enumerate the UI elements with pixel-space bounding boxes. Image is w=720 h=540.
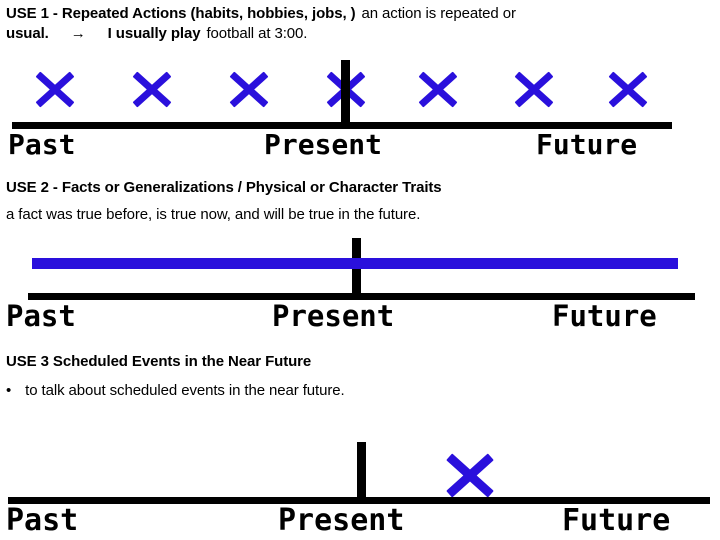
use-3-description: to talk about scheduled events in the ne…: [25, 382, 345, 399]
use-2-heading-line-1: USE 2 - Facts or Generalizations / Physi…: [6, 178, 716, 198]
axis-label-present: Present: [272, 299, 395, 333]
use-3-heading-block: USE 3 Scheduled Events in the Near Futur…: [6, 352, 716, 401]
x-mark: [442, 447, 498, 503]
timeline-axis-labels: Past Present Future: [0, 506, 720, 540]
use-1-description-cont: usual.: [6, 25, 49, 42]
use-2-heading-line-2: a fact was true before, is true now, and…: [6, 205, 716, 225]
use-1-label: USE 1 - Repeated Actions (habits, hobbie…: [6, 5, 356, 22]
use-3-label: USE 3 Scheduled Events in the Near Futur…: [6, 353, 312, 370]
x-mark: [415, 66, 461, 112]
bullet-icon: •: [6, 382, 12, 399]
axis-label-present: Present: [264, 128, 383, 161]
x-mark: [226, 66, 272, 112]
timeline-use-3: Past Present Future: [0, 432, 720, 540]
x-mark: [511, 66, 557, 112]
timeline-use-1: Past Present Future: [0, 60, 720, 170]
use-3-heading-line-1: USE 3 Scheduled Events in the Near Futur…: [6, 352, 716, 372]
present-tick: [341, 60, 350, 124]
x-mark: [129, 66, 175, 112]
axis-label-past: Past: [8, 128, 76, 161]
x-mark: [32, 66, 78, 112]
timeline-use-2: Past Present Future: [0, 236, 720, 341]
use-1-heading-line-1: USE 1 - Repeated Actions (habits, hobbie…: [6, 4, 716, 24]
use-2-description: a fact was true before, is true now, and…: [6, 206, 421, 223]
x-mark: [605, 66, 651, 112]
duration-bar: [32, 258, 678, 269]
use-3-heading-line-2: • to talk about scheduled events in the n…: [6, 381, 716, 401]
use-1-example-plain: football at 3:00.: [206, 25, 308, 42]
timeline-axis-labels: Past Present Future: [0, 131, 720, 165]
axis-label-past: Past: [6, 299, 76, 333]
use-2-heading-block: USE 2 - Facts or Generalizations / Physi…: [6, 178, 716, 225]
axis-label-present: Present: [278, 503, 405, 538]
axis-label-future: Future: [552, 299, 657, 333]
use-1-heading-block: USE 1 - Repeated Actions (habits, hobbie…: [6, 4, 716, 44]
axis-label-future: Future: [562, 503, 671, 538]
timeline-axis: [28, 293, 695, 300]
arrow-icon: →: [70, 25, 86, 42]
present-tick: [357, 442, 366, 500]
timeline-axis: [8, 497, 710, 504]
axis-label-past: Past: [6, 503, 79, 538]
axis-label-future: Future: [536, 128, 638, 161]
timeline-axis: [12, 122, 672, 129]
use-2-label: USE 2 - Facts or Generalizations / Physi…: [6, 179, 442, 196]
use-1-description: an action is repeated or: [361, 5, 516, 22]
use-1-example-bold: I usually play: [107, 25, 201, 42]
timeline-axis-labels: Past Present Future: [0, 302, 720, 336]
use-1-heading-line-2: usual. → I usually play football at 3:00.: [6, 24, 716, 44]
